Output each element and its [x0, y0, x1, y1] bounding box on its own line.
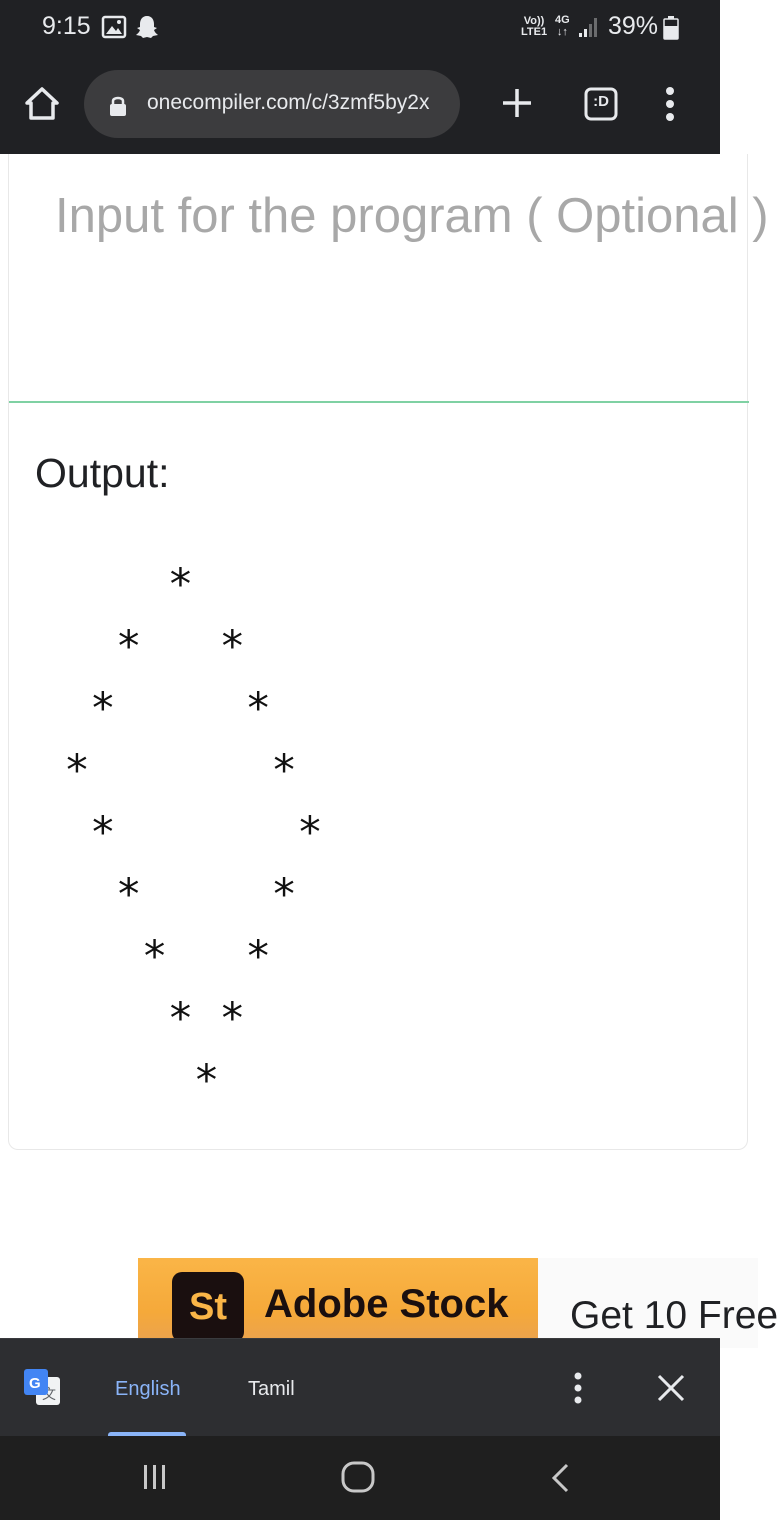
battery-percent: 39%: [608, 12, 659, 40]
adobe-stock-logo: St: [172, 1272, 244, 1342]
browser-toolbar: onecompiler.com/c/3zmf5by2x :D: [0, 56, 720, 154]
ad-image[interactable]: St Adobe Stock: [138, 1258, 538, 1348]
ad-brand: Adobe Stock: [264, 1282, 509, 1326]
svg-text:G: G: [29, 1375, 41, 1392]
tab-switcher-label: :D: [593, 93, 609, 110]
snapchat-icon: [134, 14, 160, 44]
back-icon[interactable]: [548, 1462, 572, 1498]
output-label: Output:: [35, 450, 170, 496]
gallery-icon: [101, 15, 127, 42]
home-icon[interactable]: [22, 84, 62, 124]
tab-language-tamil[interactable]: Tamil: [248, 1378, 295, 1400]
tab-switcher-icon[interactable]: :D: [584, 87, 618, 125]
page-content: Input for the program ( Optional ) Outpu…: [0, 154, 778, 1348]
selected-tab-indicator: [108, 1432, 186, 1437]
output-console: * * * * * * * * * * * * * * * *: [64, 560, 323, 1106]
home-button-icon[interactable]: [340, 1460, 376, 1498]
url-text[interactable]: onecompiler.com/c/3zmf5by2x: [147, 91, 430, 114]
compiler-card: Input for the program ( Optional ) Outpu…: [8, 154, 769, 1150]
volte-indicator: Vo)) LTE1: [521, 16, 547, 38]
signal-icon: [578, 16, 600, 42]
more-vert-icon[interactable]: [572, 1371, 584, 1409]
network-indicator: 4G ↓↑: [555, 14, 570, 38]
status-time: 9:15: [42, 12, 91, 40]
language-label-english: English: [115, 1378, 181, 1400]
address-bar[interactable]: onecompiler.com/c/3zmf5by2x: [84, 70, 460, 138]
volte-line1: Vo)): [523, 15, 545, 27]
translate-bar: 文 G English Tamil: [0, 1338, 720, 1437]
battery-icon: [663, 16, 679, 44]
lock-icon[interactable]: [108, 94, 128, 120]
network-arrows: ↓↑: [556, 26, 568, 38]
input-divider: [9, 401, 749, 403]
program-input-field[interactable]: Input for the program ( Optional ): [55, 189, 769, 243]
ad-banner[interactable]: St Adobe Stock Get 10 Free: [138, 1258, 778, 1348]
network-type: 4G: [555, 14, 570, 26]
close-icon[interactable]: [656, 1373, 686, 1407]
google-translate-icon: 文 G: [22, 1367, 62, 1411]
more-vert-icon[interactable]: [664, 86, 676, 126]
system-nav-bar: [0, 1436, 720, 1520]
status-bar: 9:15 Vo)) LTE1 4G ↓↑ 39%: [0, 0, 720, 56]
tab-language-english[interactable]: English: [108, 1339, 186, 1437]
new-tab-plus-icon[interactable]: [500, 86, 534, 124]
ad-cta[interactable]: Get 10 Free: [570, 1294, 778, 1337]
volte-line2: LTE1: [521, 26, 548, 38]
recents-icon[interactable]: [140, 1462, 170, 1496]
